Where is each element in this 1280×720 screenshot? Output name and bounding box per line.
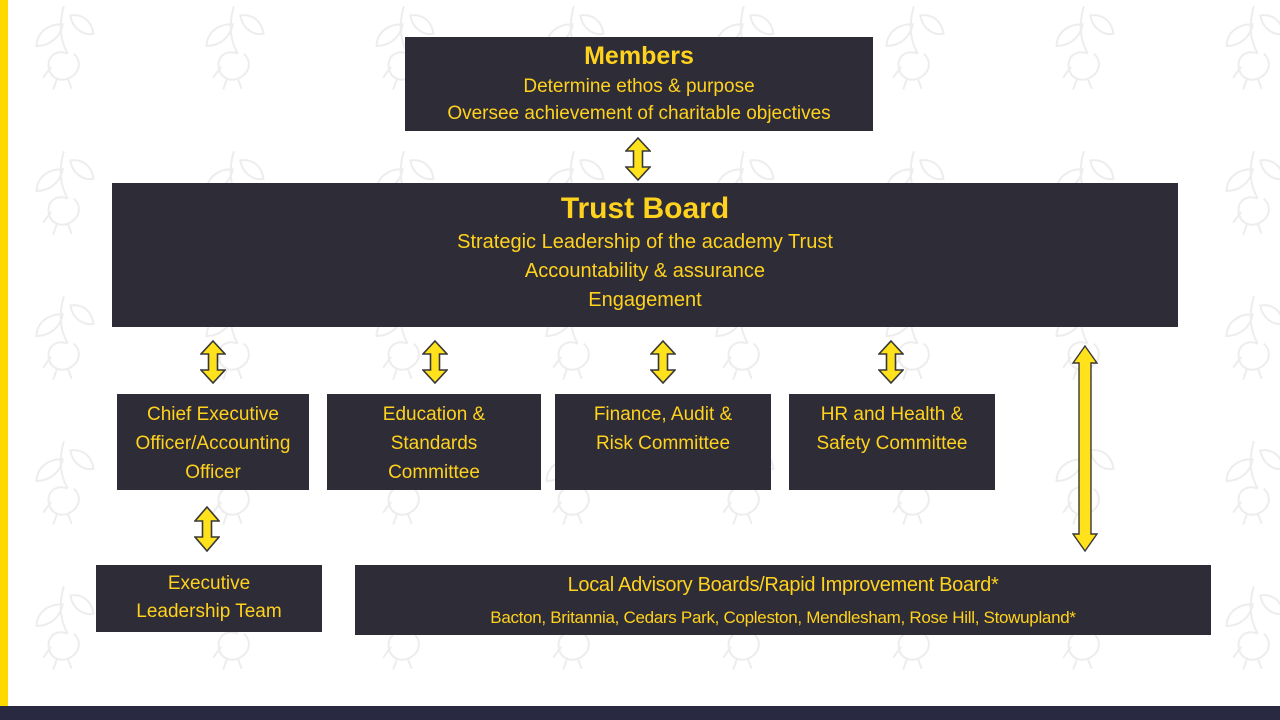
- members-line-1: Determine ethos & purpose: [523, 76, 755, 97]
- footer-bar: [0, 706, 1280, 720]
- committee-line: HR and Health &: [820, 404, 964, 425]
- committee-box-finance-audit-risk: Finance, Audit & Risk Committee: [555, 394, 771, 490]
- lab-schools-list: Bacton, Britannia, Cedars Park, Coplesto…: [490, 608, 1076, 627]
- trust-board-line-1: Strategic Leadership of the academy Trus…: [457, 231, 833, 253]
- committee-line: Risk Committee: [595, 433, 731, 454]
- trust-board-line-3: Engagement: [588, 289, 702, 311]
- trustboard-ceo-arrow-icon: [200, 340, 226, 384]
- members-trustboard-arrow-icon: [625, 137, 651, 181]
- committee-line: Finance, Audit &: [593, 404, 733, 425]
- trustboard-lab-arrow-icon: [1072, 345, 1098, 552]
- trust-board-line-2: Accountability & assurance: [524, 260, 766, 282]
- trustboard-hr-arrow-icon: [878, 340, 904, 384]
- committee-line: Chief Executive: [146, 404, 279, 425]
- committee-line: Committee: [388, 462, 480, 483]
- trust-board-title: Trust Board: [560, 192, 730, 225]
- committee-line: Standards: [390, 433, 478, 454]
- committee-line: Education &: [382, 404, 486, 425]
- yellow-edge-stripe: [0, 0, 8, 706]
- committee-line: Safety Committee: [816, 433, 968, 454]
- committee-line: Officer: [185, 462, 241, 483]
- members-title: Members: [584, 42, 694, 70]
- committee-box-hr-health-safety: HR and Health & Safety Committee: [789, 394, 995, 490]
- committee-box-chief-executive: Chief Executive Officer/Accounting Offic…: [117, 394, 309, 490]
- committee-box-education-standards: Education & Standards Committee: [327, 394, 541, 490]
- members-box: Members Determine ethos & purpose Overse…: [405, 37, 873, 131]
- trustboard-education-arrow-icon: [422, 340, 448, 384]
- local-advisory-boards-box: Local Advisory Boards/Rapid Improvement …: [355, 565, 1211, 635]
- elt-line-2: Leadership Team: [136, 601, 282, 622]
- executive-leadership-team-box: Executive Leadership Team: [96, 565, 322, 632]
- trust-board-box: Trust Board Strategic Leadership of the …: [112, 183, 1178, 327]
- committee-line: Officer/Accounting: [135, 433, 291, 454]
- lab-title: Local Advisory Boards/Rapid Improvement …: [567, 574, 999, 596]
- ceo-elt-arrow-icon: [194, 506, 220, 552]
- members-line-2: Oversee achievement of charitable object…: [447, 103, 831, 124]
- trustboard-finance-arrow-icon: [650, 340, 676, 384]
- elt-line-1: Executive: [167, 573, 251, 594]
